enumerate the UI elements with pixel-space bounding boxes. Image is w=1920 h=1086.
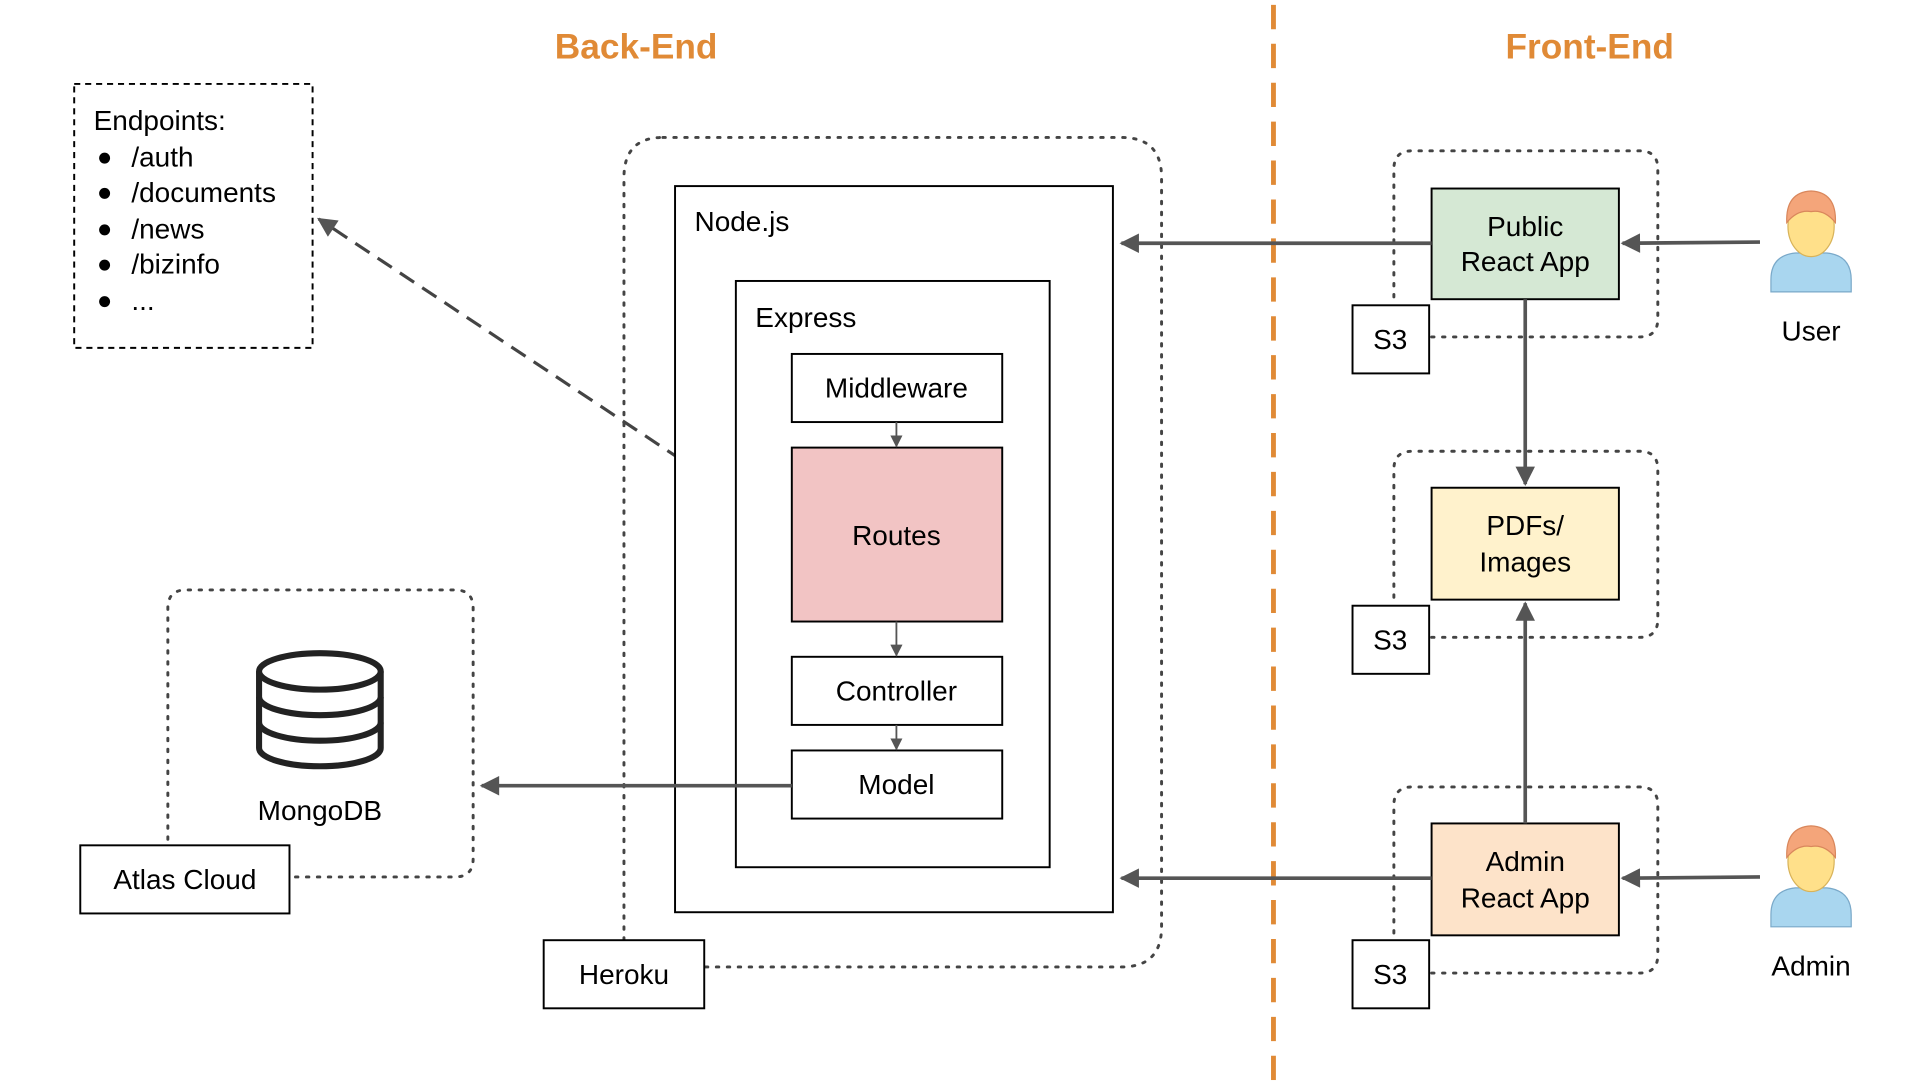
atlas-cloud-box <box>79 844 291 915</box>
routes-label: Routes <box>852 520 941 551</box>
admin-icon <box>1770 825 1852 928</box>
assets-label-line1: PDFs/ <box>1486 510 1564 541</box>
pdfs-images-box <box>1430 486 1620 601</box>
assets-label-line2: Images <box>1479 547 1571 578</box>
admin-app-label-line2: React App <box>1461 882 1590 913</box>
bullet-icon <box>99 187 111 199</box>
public-react-app-box <box>1430 187 1620 301</box>
middleware-box <box>790 352 1004 424</box>
endpoint-item: /news <box>131 213 204 244</box>
middleware-label: Middleware <box>825 373 968 404</box>
public-s3-container <box>1392 149 1660 339</box>
bullet-icon <box>99 296 111 308</box>
s3-label: S3 <box>1373 324 1407 355</box>
admin-to-admin-app-arrow <box>1620 868 1761 888</box>
endpoint-item: /documents <box>131 177 276 208</box>
nodejs-label: Node.js <box>695 206 790 237</box>
controller-label: Controller <box>836 676 957 707</box>
public-app-label-line2: React App <box>1461 246 1590 277</box>
admin-s3-container <box>1392 785 1660 975</box>
endpoint-item: /auth <box>131 142 193 173</box>
bullet-icon <box>99 152 111 164</box>
heroku-box <box>542 939 706 1010</box>
admin-app-label-line1: Admin <box>1486 846 1565 877</box>
express-label: Express <box>755 302 856 333</box>
endpoints-box: Endpoints: /auth /documents /news /bizin… <box>73 82 314 349</box>
endpoints-title: Endpoints: <box>94 105 226 136</box>
mongodb-container <box>166 588 475 879</box>
s3-box-assets <box>1351 604 1431 675</box>
bullet-icon <box>99 259 111 271</box>
s3-box-admin <box>1351 939 1431 1010</box>
mongodb-label: MongoDB <box>258 795 382 826</box>
model-label: Model <box>858 769 934 800</box>
user-icon <box>1770 190 1852 293</box>
endpoint-item: /bizinfo <box>131 249 220 280</box>
admin-label: Admin <box>1771 950 1850 981</box>
heroku-container <box>622 135 1164 969</box>
s3-box-public <box>1351 304 1431 375</box>
assets-s3-container <box>1392 449 1660 639</box>
routes-box <box>790 446 1004 623</box>
heroku-label: Heroku <box>579 959 669 990</box>
user-label: User <box>1782 316 1841 347</box>
atlas-cloud-label: Atlas Cloud <box>113 864 256 895</box>
s3-label: S3 <box>1373 959 1407 990</box>
model-box <box>790 749 1004 820</box>
admin-react-app-box <box>1430 822 1620 937</box>
s3-label: S3 <box>1373 625 1407 656</box>
database-icon <box>256 650 384 770</box>
user-to-public-app-arrow <box>1620 233 1761 253</box>
public-app-label-line1: Public <box>1487 211 1563 242</box>
frontend-header: Front-End <box>1505 27 1673 66</box>
endpoint-item: ... <box>131 285 154 316</box>
bullet-icon <box>99 224 111 236</box>
backend-header: Back-End <box>555 27 718 66</box>
